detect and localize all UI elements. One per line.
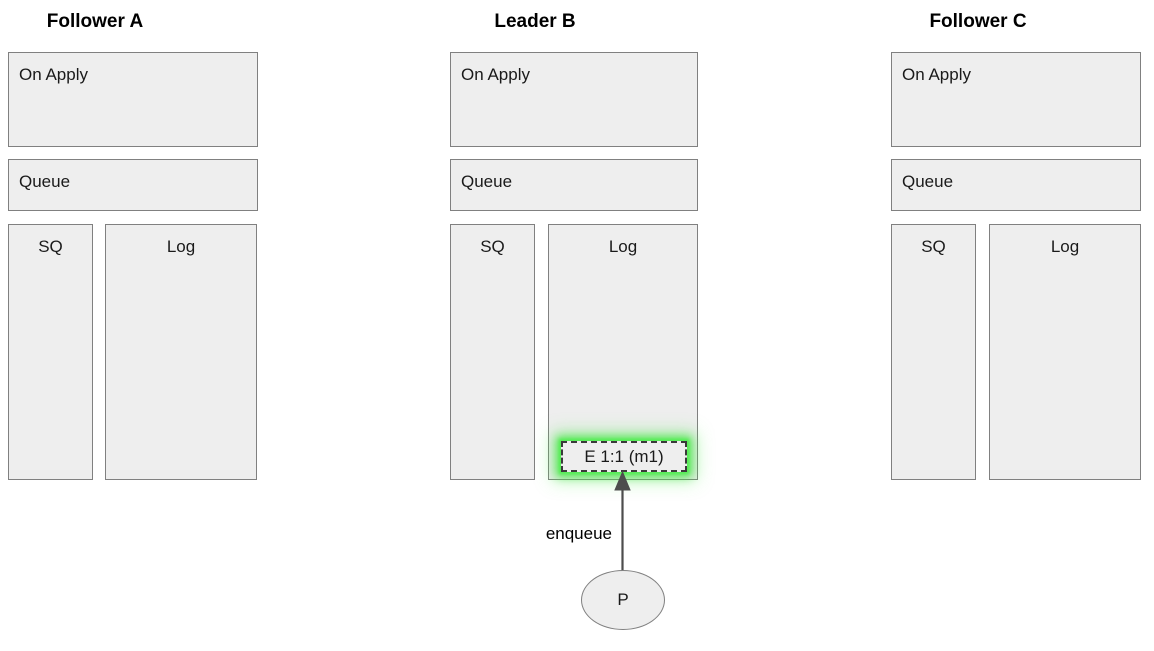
follower-c-log-box[interactable]: Log [989,224,1141,480]
leader-b-sq-box[interactable]: SQ [450,224,535,480]
leader-b-log-box[interactable]: Log [548,224,698,480]
follower-c-on-apply-label: On Apply [902,65,971,84]
leader-b-sq-label: SQ [480,237,505,256]
follower-a-on-apply-label: On Apply [19,65,88,84]
follower-a-sq-label: SQ [38,237,63,256]
follower-c-queue-label: Queue [902,172,954,191]
follower-a-queue-box[interactable]: Queue [8,159,258,211]
enqueue-edge-label: enqueue [545,524,612,543]
follower-c-log-label: Log [1050,237,1080,256]
follower-c-sq-box[interactable]: SQ [891,224,976,480]
follower-c-on-apply-box[interactable]: On Apply [891,52,1141,147]
follower-a-log-label: Log [166,237,196,256]
leader-b-on-apply-box[interactable]: On Apply [450,52,698,147]
leader-b-on-apply-label: On Apply [461,65,530,84]
column-title-follower-a: Follower A [46,11,144,32]
follower-a-queue-label: Queue [19,172,71,191]
producer-node[interactable]: P [581,570,665,630]
leader-b-log-label: Log [608,237,638,256]
column-title-leader-b: Leader B [494,11,576,32]
follower-c-sq-label: SQ [921,237,946,256]
enqueue-arrow [614,470,631,573]
follower-a-log-box[interactable]: Log [105,224,257,480]
column-title-follower-c: Follower C [929,11,1027,32]
follower-a-sq-box[interactable]: SQ [8,224,93,480]
follower-c-queue-box[interactable]: Queue [891,159,1141,211]
follower-a-on-apply-box[interactable]: On Apply [8,52,258,147]
leader-b-log-entry-highlighted[interactable]: E 1:1 (m1) [561,441,687,472]
leader-b-queue-box[interactable]: Queue [450,159,698,211]
leader-b-queue-label: Queue [461,172,513,191]
